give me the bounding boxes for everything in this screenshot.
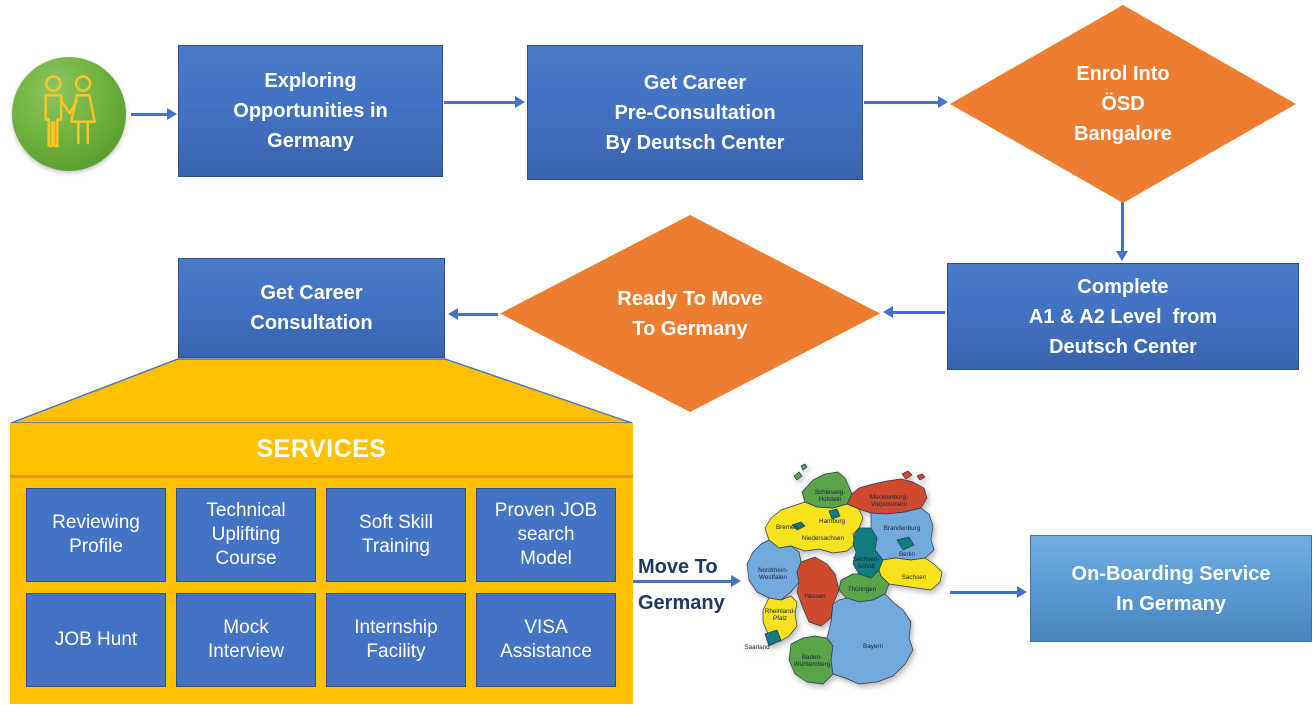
map-label-mecklenburg-vorpommern: Mecklenburg- [870, 494, 908, 501]
map-state-hessen [796, 556, 840, 627]
service-item-technical-uplifting-course: Technical Uplifting Course [176, 488, 316, 582]
map-label-sachsen: Sachsen [902, 574, 927, 581]
service-item-label: Internship Facility [354, 617, 438, 662]
map-label-saarland: Saarland [744, 644, 770, 651]
service-item-mock-interview: Mock Interview [176, 593, 316, 687]
map-state-sh-island [793, 471, 803, 481]
service-item-label: Reviewing Profile [52, 512, 140, 557]
service-item-proven-job-search-model: Proven JOB search Model [476, 488, 616, 582]
map-label-baden-wuerttemberg2: Württemberg [794, 661, 831, 668]
flow-arrow-complete-to-ready [883, 306, 945, 318]
service-item-internship-facility: Internship Facility [326, 593, 466, 687]
decision-ready-to-move-label: Ready To Move To Germany [617, 287, 763, 340]
services-divider [10, 475, 633, 478]
map-state-bayern [826, 593, 914, 685]
service-item-label: Soft Skill Training [359, 512, 433, 557]
flow-node-explore: Exploring Opportunities in Germany [178, 45, 443, 177]
flow-arrow-services-to-map [633, 575, 741, 587]
flow-node-onboarding: On-Boarding Service In Germany [1030, 535, 1312, 642]
service-item-label: VISA Assistance [500, 617, 592, 662]
couple-icon [44, 75, 96, 148]
map-state-rheinland-pfalz [762, 595, 798, 643]
services-banner: SERVICES [10, 423, 633, 475]
move-to-germany-label: Move To Germany [638, 556, 725, 614]
service-item-label: Technical Uplifting Course [206, 500, 286, 569]
map-state-mv-island [901, 470, 913, 480]
map-state-bremen [791, 521, 806, 531]
map-label-mecklenburg-vorpommern2: Vorpommern [871, 501, 908, 508]
decision-ready-to-move-shape [500, 215, 880, 412]
map-label-hessen: Hessen [804, 593, 826, 600]
services-roof [10, 358, 633, 424]
map-label-berlin: Berlin [899, 551, 916, 558]
decision-ready-to-move: Ready To Move To Germany [500, 215, 880, 412]
flow-arrow-ready-to-consult [448, 308, 498, 320]
service-item-soft-skill-training: Soft Skill Training [326, 488, 466, 582]
service-item-job-hunt: JOB Hunt [26, 593, 166, 687]
map-label-sachsen-anhalt2: Anhalt [857, 563, 875, 570]
flow-arrow-enrol-to-complete [1116, 201, 1128, 261]
flow-arrow-map-to-onboarding [950, 586, 1027, 598]
germany-map: Schleswig- Holstein Mecklenburg- Vorpomm… [744, 463, 943, 685]
flow-node-explore-label: Exploring Opportunities in Germany [233, 70, 388, 152]
start-avatar [12, 57, 126, 171]
map-label-niedersachsen: Niedersachsen [802, 535, 845, 542]
map-label-nordrhein-westfalen2: Westfalen [759, 574, 787, 581]
map-state-hamburg [828, 508, 841, 520]
map-label-nordrhein-westfalen: Nordrhein- [758, 567, 788, 574]
map-label-thueringen: Thüringen [848, 586, 877, 593]
decision-enrol-osd: Enrol Into ÖSD Bangalore [950, 5, 1296, 203]
map-label-bayern: Bayern [863, 643, 883, 650]
service-item-label: JOB Hunt [54, 629, 138, 651]
flow-node-career-consultation: Get Career Consultation [178, 258, 445, 358]
service-item-visa-assistance: VISA Assistance [476, 593, 616, 687]
service-item-label: Mock Interview [207, 617, 285, 662]
flow-node-complete-levels: Complete A1 & A2 Level from Deutsch Cent… [947, 263, 1299, 370]
flow-node-onboarding-label: On-Boarding Service In Germany [1071, 562, 1271, 615]
decision-enrol-osd-shape [950, 5, 1296, 203]
flow-arrow-preconsult-to-enrol [864, 96, 948, 108]
flow-node-preconsultation: Get Career Pre-Consultation By Deutsch C… [527, 45, 863, 180]
services-body: Reviewing Profile Technical Uplifting Co… [10, 478, 633, 704]
flow-node-complete-levels-label: Complete A1 & A2 Level from Deutsch Cent… [1028, 275, 1218, 358]
flow-arrow-start-to-explore [131, 108, 177, 120]
services-title: SERVICES [256, 434, 387, 463]
map-state-nordrhein-westfalen [746, 539, 802, 601]
map-state-mecklenburg-vorpommern [846, 478, 928, 515]
map-label-rheinland-pfalz2: Pfalz [773, 615, 787, 622]
map-state-saarland [764, 629, 782, 647]
map-label-schleswig-holstein: Schleswig- [815, 489, 845, 496]
map-label-sachsen-anhalt: Sachsen- [853, 556, 880, 563]
map-state-berlin [896, 536, 915, 551]
flow-arrow-explore-to-preconsult [444, 96, 525, 108]
service-item-reviewing-profile: Reviewing Profile [26, 488, 166, 582]
service-item-label: Proven JOB search Model [494, 500, 598, 569]
map-label-brandenburg: Brandenburg [884, 525, 921, 532]
map-state-mv-island2 [916, 473, 926, 481]
map-label-schleswig-holstein2: Holstein [819, 496, 842, 503]
map-state-schleswig-holstein [801, 471, 853, 509]
decision-enrol-osd-label: Enrol Into ÖSD Bangalore [1074, 63, 1172, 145]
map-state-sh-island2 [800, 463, 808, 471]
map-label-baden-wuerttemberg: Baden- [802, 654, 822, 661]
flow-node-preconsultation-label: Get Career Pre-Consultation By Deutsch C… [605, 71, 785, 154]
map-label-hamburg: Hamburg [819, 518, 845, 525]
flow-node-career-consultation-label: Get Career Consultation [250, 282, 373, 334]
map-label-bremen: Bremen [776, 524, 799, 531]
map-label-rheinland-pfalz: Rheinland- [765, 608, 795, 615]
